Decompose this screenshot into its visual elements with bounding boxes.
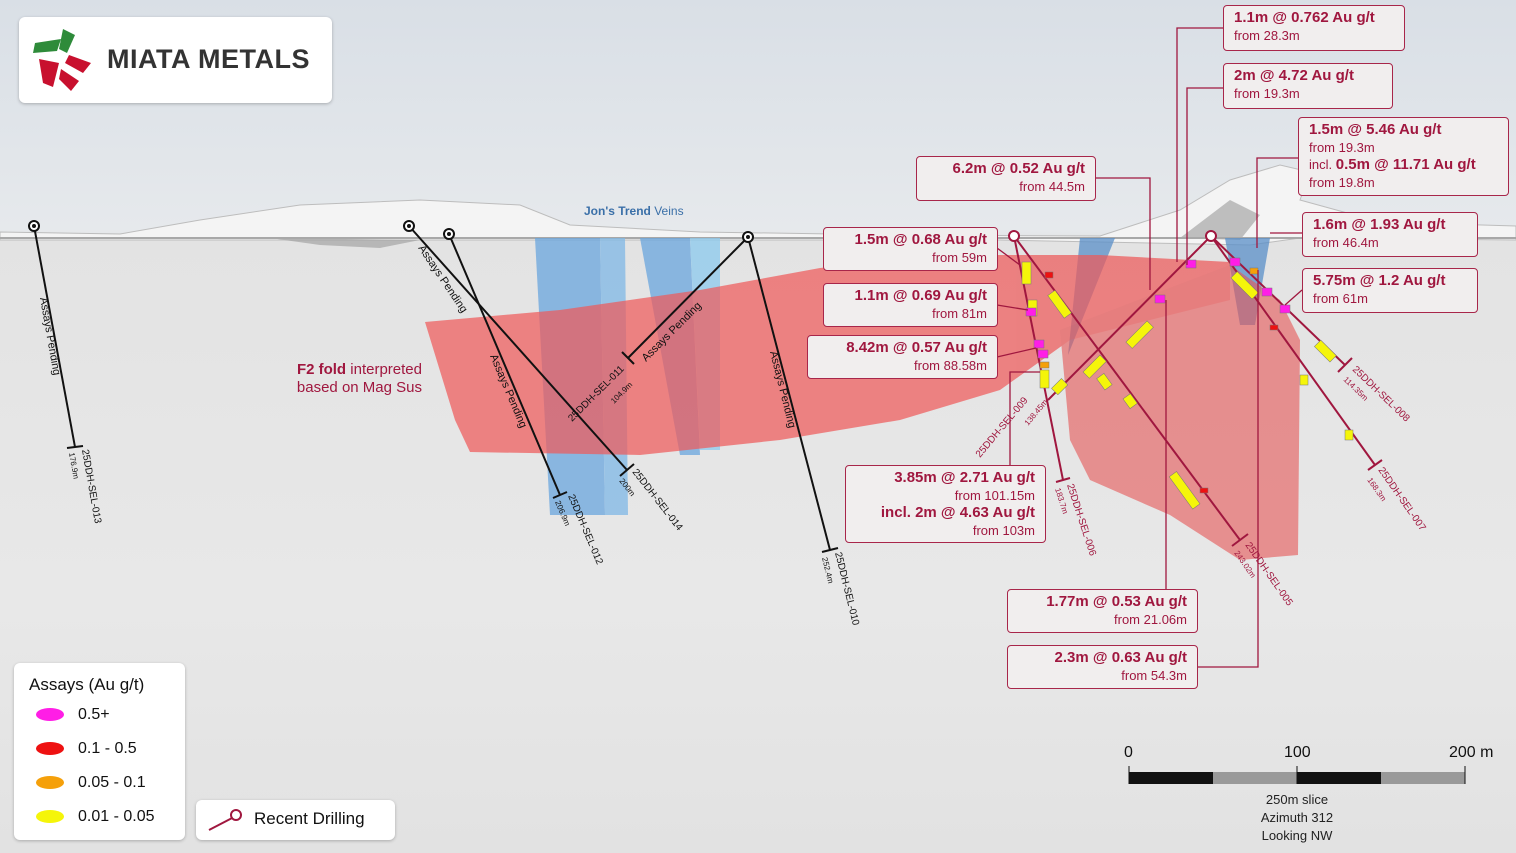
drill-hole-icon bbox=[208, 809, 242, 831]
scale-tick-200: 200 m bbox=[1449, 744, 1494, 761]
collar-markers bbox=[28, 220, 754, 243]
scale-tick-0: 0 bbox=[1124, 744, 1133, 761]
scale-tick-100: 100 bbox=[1284, 744, 1311, 761]
hole-id: 25DDH-SEL-006 bbox=[1064, 483, 1098, 558]
legend-item: 0.1 - 0.5 bbox=[36, 740, 137, 758]
jons-trend-veins-label: Jon's Trend Veins bbox=[584, 204, 684, 218]
hole-depth: 252.4m bbox=[820, 556, 835, 584]
view-direction: Looking NW bbox=[1261, 828, 1333, 843]
hole-id: 25DDH-SEL-009 bbox=[974, 395, 1031, 460]
assays-pending-label: Assays Pending bbox=[37, 296, 63, 376]
callout-leaders bbox=[996, 27, 1303, 668]
legend-swatch-icon bbox=[36, 742, 64, 756]
scale-bar bbox=[1128, 766, 1466, 784]
legend-item: 0.05 - 0.1 bbox=[36, 774, 146, 792]
legend-title: Assays (Au g/t) bbox=[29, 675, 145, 694]
hole-id: 25DDH-SEL-010 bbox=[832, 551, 861, 627]
legend-item: 0.5+ bbox=[36, 706, 110, 724]
recent-collar-markers bbox=[1008, 230, 1217, 242]
hole-id: 25DDH-SEL-013 bbox=[79, 449, 103, 525]
hole-id: 25DDH-SEL-014 bbox=[630, 467, 685, 533]
hole-depth: 176.9m bbox=[67, 452, 81, 480]
logo-mark-icon bbox=[33, 29, 91, 91]
collar-dots bbox=[32, 224, 750, 239]
assays-pending-label: Assays Pending bbox=[416, 243, 470, 315]
topography-shadow bbox=[270, 200, 1260, 248]
legend-swatch-icon bbox=[36, 708, 64, 722]
recent-drilling-legend: Recent Drilling bbox=[196, 800, 395, 840]
legend-swatch-icon bbox=[36, 810, 64, 824]
assay-legend: Assays (Au g/t) 0.5+ 0.1 - 0.5 0.05 - 0.… bbox=[14, 663, 185, 840]
logo-text: MIATA METALS bbox=[107, 44, 310, 74]
azimuth: Azimuth 312 bbox=[1260, 810, 1334, 825]
miata-metals-logo: MIATA METALS bbox=[19, 17, 332, 103]
legend-item: 0.01 - 0.05 bbox=[36, 808, 155, 826]
legend-swatch-icon bbox=[36, 776, 64, 790]
slice-width: 250m slice bbox=[1265, 792, 1329, 807]
assay-markers bbox=[1021, 257, 1354, 510]
recent-drilling-label: Recent Drilling bbox=[254, 809, 365, 828]
pending-drill-holes bbox=[33, 225, 839, 553]
topography-surface bbox=[0, 164, 1516, 246]
